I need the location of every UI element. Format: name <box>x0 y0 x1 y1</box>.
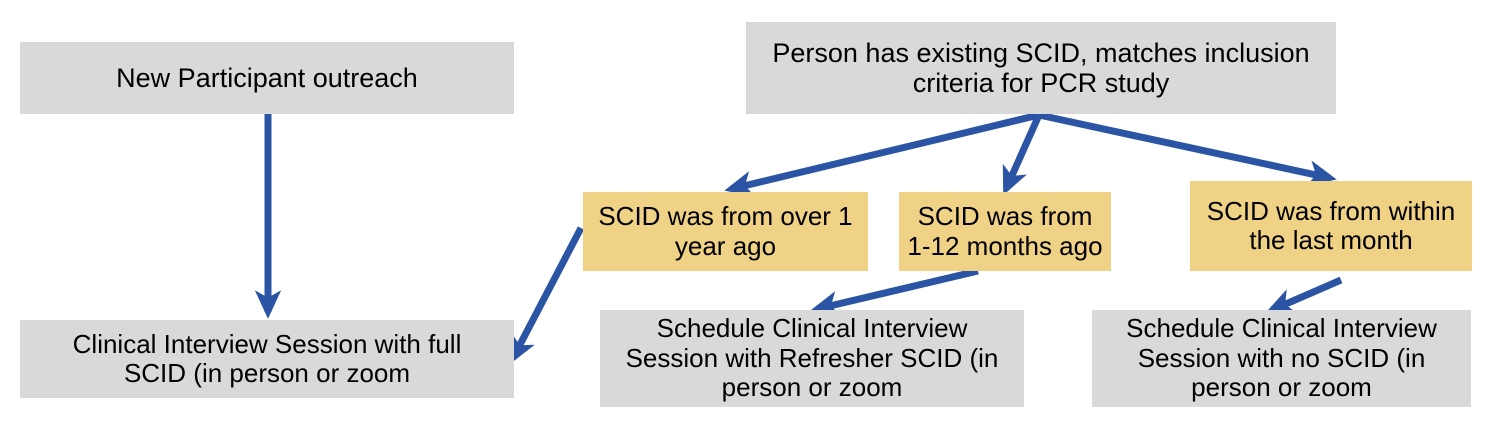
node-person-has-existing-scid[interactable]: Person has existing SCID, matches inclus… <box>746 22 1336 114</box>
node-schedule-clinical-interview-refresher-scid[interactable]: Schedule Clinical Interview Session with… <box>600 310 1024 407</box>
node-schedule-clinical-interview-no-scid[interactable]: Schedule Clinical Interview Session with… <box>1092 310 1471 407</box>
arrow-last-month-to-no-scid <box>1265 276 1343 314</box>
node-clinical-interview-full-scid[interactable]: Clinical Interview Session with full SCI… <box>20 320 514 398</box>
node-scid-one-to-twelve-months[interactable]: SCID was from 1-12 months ago <box>899 192 1111 271</box>
node-scid-over-one-year[interactable]: SCID was from over 1 year ago <box>583 192 868 271</box>
arrow-existing-to-1-12-months <box>1002 113 1043 196</box>
arrow-existing-to-last-month <box>1038 111 1337 187</box>
node-scid-within-last-month[interactable]: SCID was from within the last month <box>1190 181 1472 271</box>
arrow-1-12-months-to-refresher <box>810 267 979 317</box>
arrow-over-1-year-to-full-scid <box>509 226 585 365</box>
arrow-existing-to-over-1-year <box>724 111 1040 197</box>
node-new-participant-outreach[interactable]: New Participant outreach <box>20 42 514 114</box>
